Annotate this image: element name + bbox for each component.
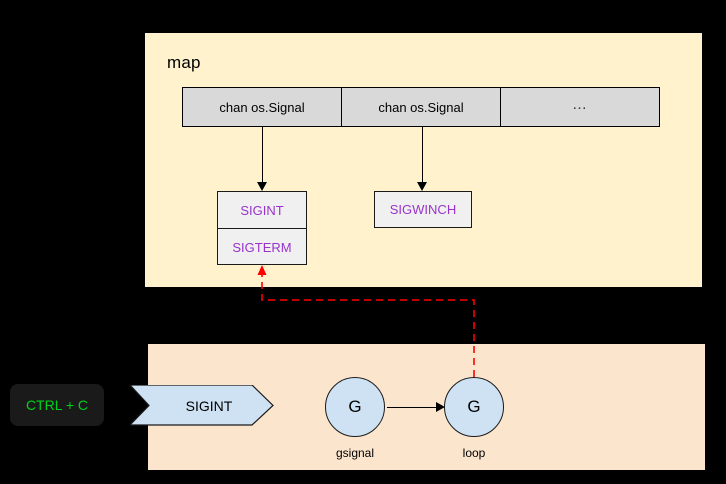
- map-panel-title: map: [167, 53, 201, 72]
- map-bucket-cell-1-label: chan os.Signal: [219, 99, 305, 115]
- goroutine-gsignal-glyph: G: [348, 397, 362, 416]
- goroutine-gsignal: G: [325, 377, 385, 437]
- map-bucket-cell-3: …: [500, 87, 660, 127]
- map-bucket-cell-1: chan os.Signal: [182, 87, 342, 127]
- map-bucket-cell-2-label: chan os.Signal: [378, 99, 464, 115]
- signal-box-left: SIGINT SIGTERM: [217, 191, 307, 265]
- goroutine-loop-caption: loop: [462, 446, 486, 460]
- ctrl-c-key-label: CTRL + C: [25, 397, 89, 413]
- chevron-arrow-icon: [130, 385, 274, 426]
- map-bucket-cell-2: chan os.Signal: [341, 87, 501, 127]
- map-bucket-cell-3-label: …: [572, 95, 588, 113]
- ctrl-c-key[interactable]: CTRL + C: [10, 384, 104, 426]
- connector-arrowhead-gsignal-to-loop: [436, 402, 445, 412]
- connector-arrowhead-bucket1: [257, 182, 267, 191]
- signal-entry-sigterm: SIGTERM: [232, 239, 292, 255]
- map-bucket-row: chan os.Signal chan os.Signal …: [182, 87, 661, 127]
- sigint-banner-label: SIGINT: [185, 397, 233, 414]
- sigint-signal-banner: SIGINT: [130, 385, 274, 426]
- signal-box-right: SIGWINCH: [374, 191, 472, 228]
- connector-arrowhead-bucket2: [417, 182, 427, 191]
- goroutine-loop-glyph: G: [467, 397, 481, 416]
- signal-entry-sigint: SIGINT: [218, 192, 306, 229]
- signal-entry-sigwinch: SIGWINCH: [389, 202, 457, 217]
- goroutine-loop: G: [444, 377, 504, 437]
- connector-line-bucket2-to-signalbox: [422, 127, 423, 183]
- connector-line-bucket1-to-signalbox: [262, 127, 263, 183]
- connector-line-gsignal-to-loop: [387, 407, 438, 408]
- goroutine-gsignal-caption: gsignal: [335, 446, 375, 460]
